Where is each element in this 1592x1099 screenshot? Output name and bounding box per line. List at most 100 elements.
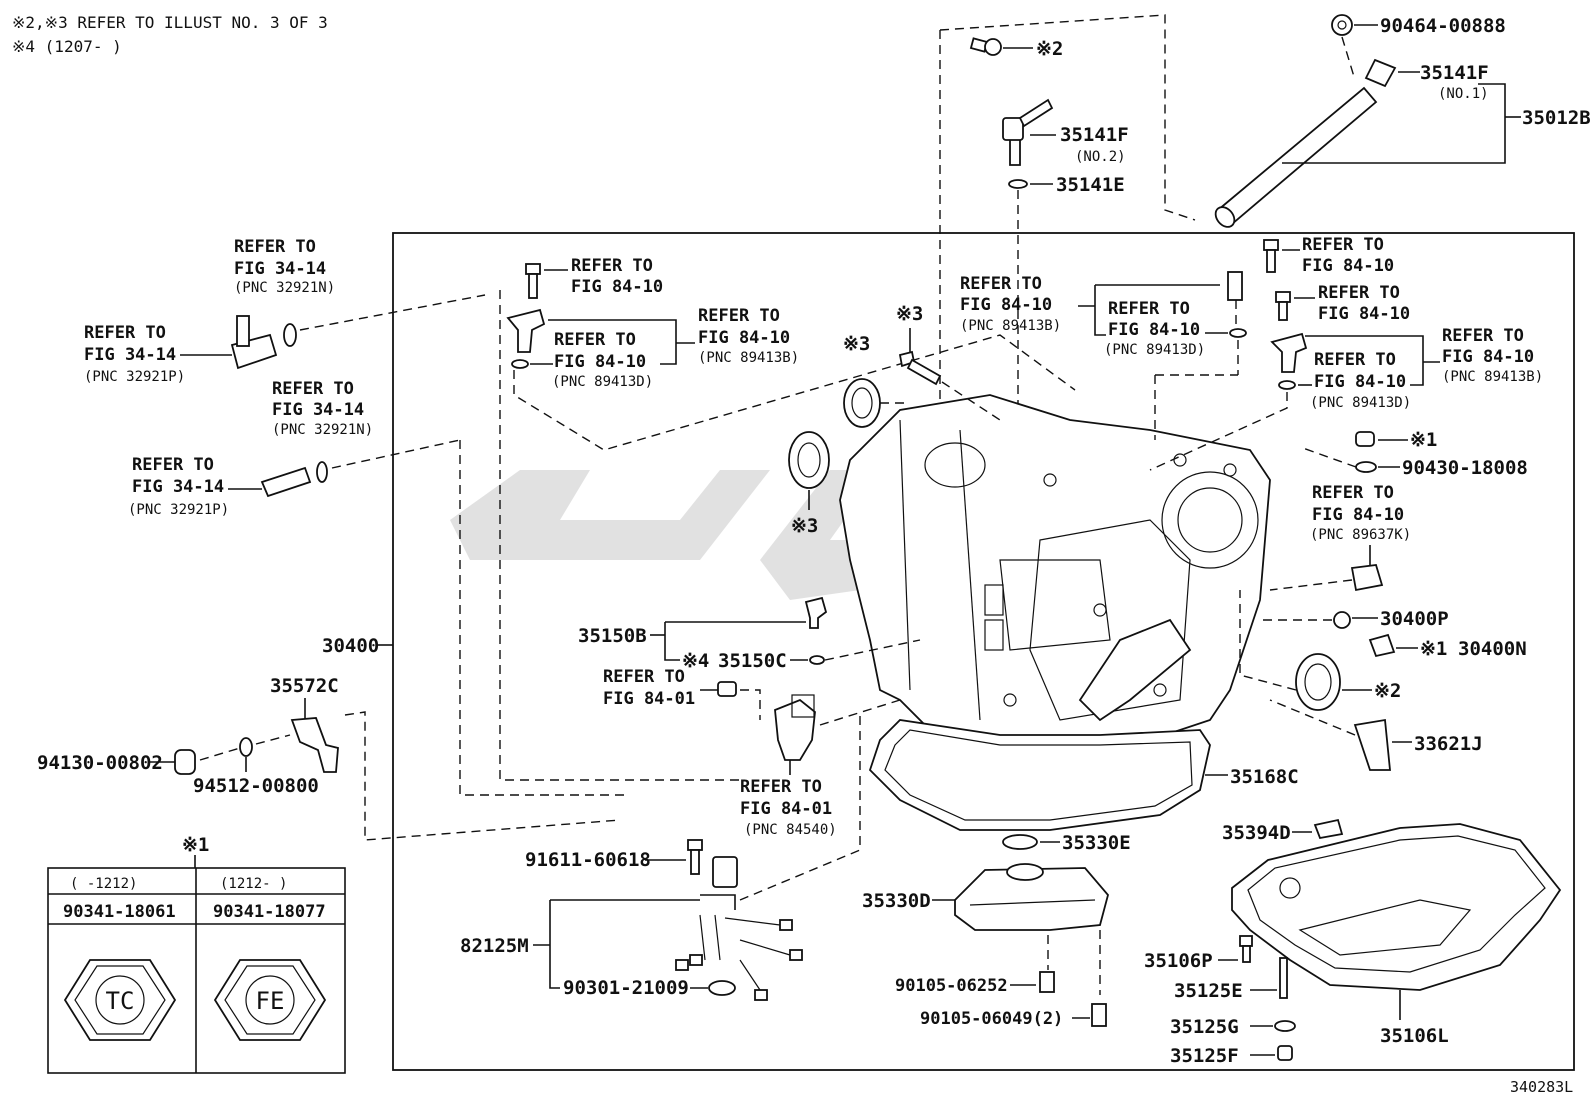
ref-s1-7: FIG 84-10 <box>698 328 790 348</box>
drain-plug-90430: ※1 90430-18008 <box>1299 429 1528 479</box>
label-91611-60618: 91611-60618 <box>525 849 651 871</box>
mark-2-top: ※2 <box>1036 38 1063 60</box>
ref-s1-1: REFER TO <box>571 256 653 276</box>
ref-s5-6: (PNC 89413B) <box>1442 369 1543 385</box>
gasket-35168C: 35168C <box>868 719 1299 831</box>
ref-s2-3: (PNC 89413B) <box>960 318 1061 334</box>
label-90105-06049: 90105-06049(2) <box>920 1009 1063 1029</box>
table-col1-range: ( -1212) <box>70 876 137 892</box>
label-30400N: 30400N <box>1458 638 1527 660</box>
table-col1-part: 90341-18061 <box>63 902 176 922</box>
ref-s5-4: REFER TO <box>1442 326 1524 346</box>
mark-1-30400N: ※1 <box>1420 638 1447 660</box>
ref-s2-4: REFER TO <box>1108 299 1190 319</box>
label-94512-00800: 94512-00800 <box>193 775 319 797</box>
ref-upper-4: REFER TO <box>84 323 166 343</box>
speed-sensor-right: REFER TO FIG 84-10 REFER TO FIG 84-10 RE… <box>1149 235 1543 471</box>
ref-s2-1: REFER TO <box>960 274 1042 294</box>
ref-s5-2: FIG 84-10 <box>1314 372 1406 392</box>
ref-lower-4: REFER TO <box>132 455 214 475</box>
label-35125G: 35125G <box>1170 1016 1239 1038</box>
ref-s3-2: FIG 84-10 <box>1302 256 1394 276</box>
ref-s1-8: (PNC 89413B) <box>698 350 799 366</box>
ref-s4-1: REFER TO <box>1318 283 1400 303</box>
ref-84-01-a1: REFER TO <box>603 667 685 687</box>
table-mark-1: ※1 <box>182 834 209 856</box>
strainer-35330D: 35330E 35330D 90105-06252 90105-06049(2) <box>862 832 1131 1029</box>
bracket-35572C: 35572C 94130-00802 94512-00800 <box>37 675 621 841</box>
label-35106L: 35106L <box>1380 1025 1449 1047</box>
mark-4: ※4 <box>682 650 709 672</box>
wire-harness-82125M: 91611-60618 82125M 90301-21009 <box>460 710 861 1001</box>
oil-seals: ※3 ※3 ※3 <box>788 303 1001 537</box>
ref-s6-3: (PNC 89637K) <box>1310 527 1411 543</box>
table-col2-plug-mark: FE <box>256 987 285 1015</box>
header-note-2: ※4 (1207- ) <box>12 37 122 56</box>
label-35330E: 35330E <box>1062 832 1131 854</box>
ref-s4-2: FIG 84-10 <box>1318 304 1410 324</box>
label-30400: 30400 <box>322 635 379 657</box>
table-col1-plug-mark: TC <box>106 987 135 1015</box>
ref-s1-2: FIG 84-10 <box>571 277 663 297</box>
ref-lower-3: (PNC 32921N) <box>272 422 373 438</box>
mark-3-seal-lower: ※3 <box>791 515 818 537</box>
speed-sensor-left: REFER TO FIG 84-10 REFER TO FIG 84-10 (P… <box>506 256 1076 451</box>
label-35150B: 35150B <box>578 625 647 647</box>
label-35168C: 35168C <box>1230 766 1299 788</box>
ref-s2-5: FIG 84-10 <box>1108 320 1200 340</box>
label-no2: (NO.2) <box>1075 149 1126 165</box>
label-82125M: 82125M <box>460 935 529 957</box>
sensor-89637K: REFER TO FIG 84-10 (PNC 89637K) <box>1269 483 1411 592</box>
label-35106P: 35106P <box>1144 950 1213 972</box>
label-35150C: 35150C <box>718 650 787 672</box>
ref-upper-1: REFER TO <box>234 237 316 257</box>
label-35141E: 35141E <box>1056 174 1125 196</box>
label-35125E: 35125E <box>1174 980 1243 1002</box>
ref-s5-3: (PNC 89413D) <box>1310 395 1411 411</box>
ref-84-01-b2: FIG 84-01 <box>740 799 832 819</box>
table-col2-part: 90341-18077 <box>213 902 326 922</box>
hose-assembly: ※2 35141F (NO.2) 35141E 90464-00888 3514… <box>939 14 1591 470</box>
seal-mark2-and-33621J: ※2 33621J <box>1239 590 1483 771</box>
ref-upper-2: FIG 34-14 <box>234 259 326 279</box>
main-frame <box>392 232 1575 1071</box>
mark-3-seal-upper: ※3 <box>843 333 870 355</box>
ref-s5-1: REFER TO <box>1314 350 1396 370</box>
label-no1: (NO.1) <box>1438 86 1489 102</box>
label-94130-00802: 94130-00802 <box>37 752 163 774</box>
mark-1-plug: ※1 <box>1410 429 1437 451</box>
label-35012B: 35012B <box>1522 107 1591 129</box>
plugs-30400: 30400P ※1 30400N <box>1260 608 1527 660</box>
label-35141F-no2: 35141F <box>1060 124 1129 146</box>
ref-lower-6: (PNC 32921P) <box>128 502 229 518</box>
ref-84-01-b3: (PNC 84540) <box>744 822 837 838</box>
speed-sensor-center: REFER TO FIG 84-10 (PNC 89413B) REFER TO… <box>960 271 1247 440</box>
ref-84-01-a2: FIG 84-01 <box>603 689 695 709</box>
ref-84-01-b1: REFER TO <box>740 777 822 797</box>
label-35125F: 35125F <box>1170 1045 1239 1067</box>
ref-lower-5: FIG 34-14 <box>132 477 224 497</box>
ref-upper-6: (PNC 32921P) <box>84 369 185 385</box>
label-90105-06252: 90105-06252 <box>895 976 1008 996</box>
label-33621J: 33621J <box>1414 733 1483 755</box>
label-35141F-no1: 35141F <box>1420 62 1489 84</box>
label-90464-00888: 90464-00888 <box>1380 15 1506 37</box>
cooler-union-upper: REFER TO FIG 34-14 (PNC 32921N) REFER TO… <box>84 237 486 385</box>
ref-s6-2: FIG 84-10 <box>1312 505 1404 525</box>
oil-pan-35106L: 35106L 35394D 35106P 35125E 35125G 35125… <box>1144 818 1562 1067</box>
ref-s5-5: FIG 84-10 <box>1442 347 1534 367</box>
label-35572C: 35572C <box>270 675 339 697</box>
ref-lower-1: REFER TO <box>272 379 354 399</box>
cooler-union-lower: REFER TO FIG 34-14 (PNC 32921N) REFER TO… <box>128 379 625 796</box>
transaxle-case <box>839 394 1271 751</box>
ref-s1-4: FIG 84-10 <box>554 352 646 372</box>
figure-id: 340283L <box>1510 1078 1573 1096</box>
label-90301-21009: 90301-21009 <box>563 977 689 999</box>
parking-lock-area: 35150B ※4 35150C REFER TO FIG 84-01 REFE… <box>499 290 921 838</box>
header-note-1: ※2,※3 REFER TO ILLUST NO. 3 OF 3 <box>12 13 328 32</box>
ref-s2-6: (PNC 89413D) <box>1104 342 1205 358</box>
label-35330D: 35330D <box>862 890 931 912</box>
table-col2-range: (1212- ) <box>220 876 287 892</box>
ref-upper-3: (PNC 32921N) <box>234 280 335 296</box>
